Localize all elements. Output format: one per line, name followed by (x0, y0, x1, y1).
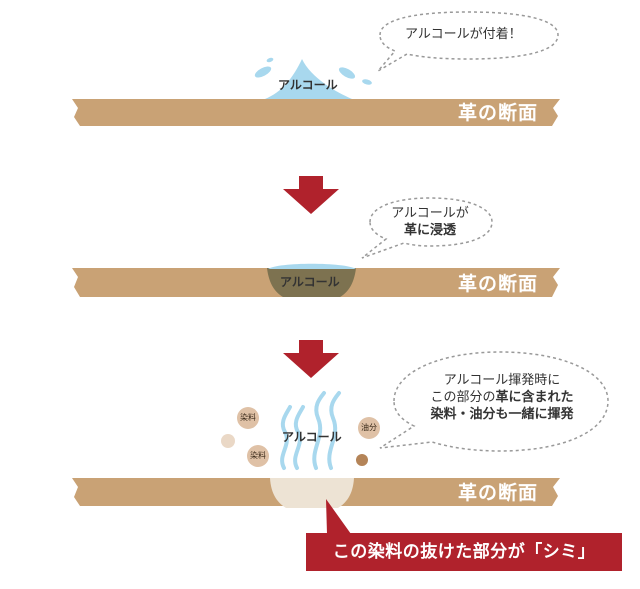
dye-particle (247, 445, 269, 467)
dye-label-2: 染料 (250, 451, 266, 460)
bubble-3-line-2-bold: 革に含まれた (495, 390, 574, 405)
alcohol-label-1: アルコール (278, 78, 338, 92)
down-arrow-1 (283, 176, 339, 214)
panel-2 (72, 197, 560, 297)
down-arrow-2 (283, 340, 339, 378)
panel-3 (72, 351, 609, 534)
bubble-2-line-2: 革に浸透 (403, 223, 456, 238)
faded-area (270, 478, 354, 508)
bubble-3-line-3: 染料・油分も一緒に揮発 (430, 407, 574, 422)
section-label-3: 革の断面 (458, 482, 539, 504)
bubble-3-line-1: アルコール揮発時に (443, 373, 561, 388)
dye-particle (237, 407, 259, 429)
alcohol-label-2: アルコール (280, 275, 340, 289)
bubble-text-3: アルコール揮発時に この部分の革に含まれた 染料・油分も一緒に揮発 (404, 372, 600, 423)
stain-callout: この染料の抜けた部分が「シミ」 (306, 533, 622, 571)
alcohol-label-3: アルコール (282, 430, 342, 444)
bubble-text-1: アルコールが付着！ (405, 27, 522, 42)
bubble-2-line-1: アルコールが (391, 206, 469, 221)
alcohol-droplet (265, 59, 352, 99)
vapor-icon (280, 391, 341, 470)
bubble-3-line-2-pre: この部分の (430, 390, 496, 405)
splash-icon (254, 57, 372, 85)
particle-dot (356, 454, 368, 466)
oil-label: 油分 (361, 423, 377, 432)
section-label-2: 革の断面 (458, 273, 539, 295)
particle-dot (221, 434, 235, 448)
callout-pointer (326, 499, 351, 534)
leather-section-1 (72, 99, 560, 126)
speech-bubble-2 (361, 197, 493, 259)
section-label-1: 革の断面 (458, 102, 539, 124)
dye-label-1: 染料 (240, 413, 256, 422)
panel-1 (72, 11, 560, 126)
oil-particle (358, 417, 380, 439)
speech-bubble-1 (377, 11, 559, 72)
alcohol-pool (268, 263, 356, 269)
speech-bubble-3 (379, 351, 609, 452)
bubble-text-2: アルコールが 革に浸透 (380, 205, 480, 239)
alcohol-stain (267, 268, 356, 297)
bubble-3-line-2: この部分の革に含まれた (404, 389, 600, 406)
